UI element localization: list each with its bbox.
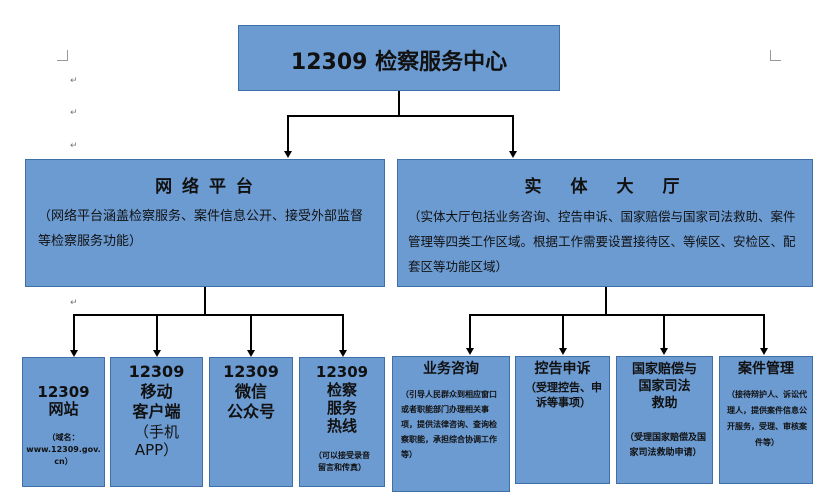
connector-line — [250, 314, 252, 351]
connector-line — [469, 314, 765, 316]
title-box: 12309 检察服务中心 — [238, 25, 560, 91]
network-heading: 网 络 平 台 — [155, 177, 255, 197]
arrow-head — [153, 350, 161, 357]
arrow-head — [760, 348, 768, 355]
connector-line — [512, 115, 514, 151]
arrow-head — [284, 151, 292, 158]
net-item-mobile-app: 12309 移动 客户端 （手机 APP） — [110, 357, 203, 487]
arrow-head — [509, 151, 517, 158]
hall-item-note: （接待辩护人、诉讼代理人，提供案件信息公开服务，受理、审核案件等） — [727, 390, 807, 447]
connector-line — [73, 314, 75, 351]
net-item-title: 12309 微信 公众号 — [223, 362, 279, 421]
hall-item-title: 控告申诉 — [534, 361, 591, 377]
arrow-head — [247, 350, 255, 357]
connector-line — [763, 314, 765, 349]
hall-item-note: （引导人民群众到相应窗口或者职能部门办理相关事项，提供法律咨询、查询检察职能，承… — [401, 390, 497, 459]
connector-line — [398, 91, 400, 116]
net-item-wechat: 12309 微信 公众号 — [209, 357, 293, 487]
hall-item-compensation: 国家赔偿与 国家司法 救助 （受理国家赔偿及国家司法救助申请） — [616, 356, 713, 484]
paragraph-mark: ↵ — [70, 108, 78, 118]
hall-item-case-management: 案件管理 （接待辩护人、诉讼代理人，提供案件信息公开服务，受理、审核案件等） — [719, 356, 813, 484]
arrow-head — [339, 350, 347, 357]
network-description: （网络平台涵盖检察服务、案件信息公开、接受外部监督等检察服务功能） — [38, 209, 364, 249]
connector-line — [663, 314, 665, 349]
connector-line — [605, 287, 607, 315]
net-item-note: （手机 APP） — [133, 423, 179, 459]
connector-line — [204, 287, 206, 315]
hall-item-consultation: 业务咨询 （引导人民群众到相应窗口或者职能部门办理相关事项，提供法律咨询、查询检… — [392, 356, 510, 492]
net-item-note: （域名： www.12309.gov. cn） — [26, 433, 101, 466]
network-platform-box: 网 络 平 台 （网络平台涵盖检察服务、案件信息公开、接受外部监督等检察服务功能… — [25, 159, 385, 287]
net-item-title: 12309 检察 服务 热线 — [315, 363, 369, 435]
arrow-head — [466, 348, 474, 355]
page-corner-mark — [770, 50, 781, 61]
net-item-note: （可以接受录音 留言和传真） — [314, 451, 370, 472]
hall-item-note: （受理国家赔偿及国家司法救助申请） — [625, 433, 707, 458]
net-item-website: 12309 网站 （域名： www.12309.gov. cn） — [22, 357, 105, 487]
arrow-head — [559, 348, 567, 355]
page-corner-mark — [57, 50, 68, 61]
net-item-hotline: 12309 检察 服务 热线 （可以接受录音 留言和传真） — [299, 357, 385, 487]
hall-heading: 实 体 大 厅 — [524, 177, 686, 197]
title-text: 12309 检察服务中心 — [290, 50, 508, 75]
hall-item-title: 业务咨询 — [423, 361, 479, 377]
hall-description: （实体大厅包括业务咨询、控告申诉、国家赔偿与国家司法救助、案件管理等四类工作区域… — [408, 209, 796, 274]
connector-line — [469, 314, 471, 349]
paragraph-mark: ↵ — [70, 76, 78, 86]
connector-line — [287, 115, 514, 117]
net-item-title: 12309 移动 客户端 — [128, 362, 185, 421]
connector-line — [562, 314, 564, 349]
arrow-head — [660, 348, 668, 355]
hall-item-title: 案件管理 — [738, 361, 794, 377]
net-item-title: 12309 网站 — [37, 383, 90, 418]
entity-hall-box: 实 体 大 厅 （实体大厅包括业务咨询、控告申诉、国家赔偿与国家司法救助、案件管… — [397, 159, 813, 287]
paragraph-mark: ↵ — [70, 298, 78, 308]
connector-line — [156, 314, 158, 351]
hall-item-title: 国家赔偿与 国家司法 救助 — [631, 362, 697, 411]
connector-line — [342, 314, 344, 351]
paragraph-mark: ↵ — [70, 141, 78, 151]
connector-line — [287, 115, 289, 151]
hall-item-note: （受理控告、申诉等事项） — [525, 381, 602, 409]
connector-line — [73, 314, 344, 316]
arrow-head — [70, 350, 78, 357]
hall-item-complaint: 控告申诉 （受理控告、申诉等事项） — [515, 356, 610, 484]
